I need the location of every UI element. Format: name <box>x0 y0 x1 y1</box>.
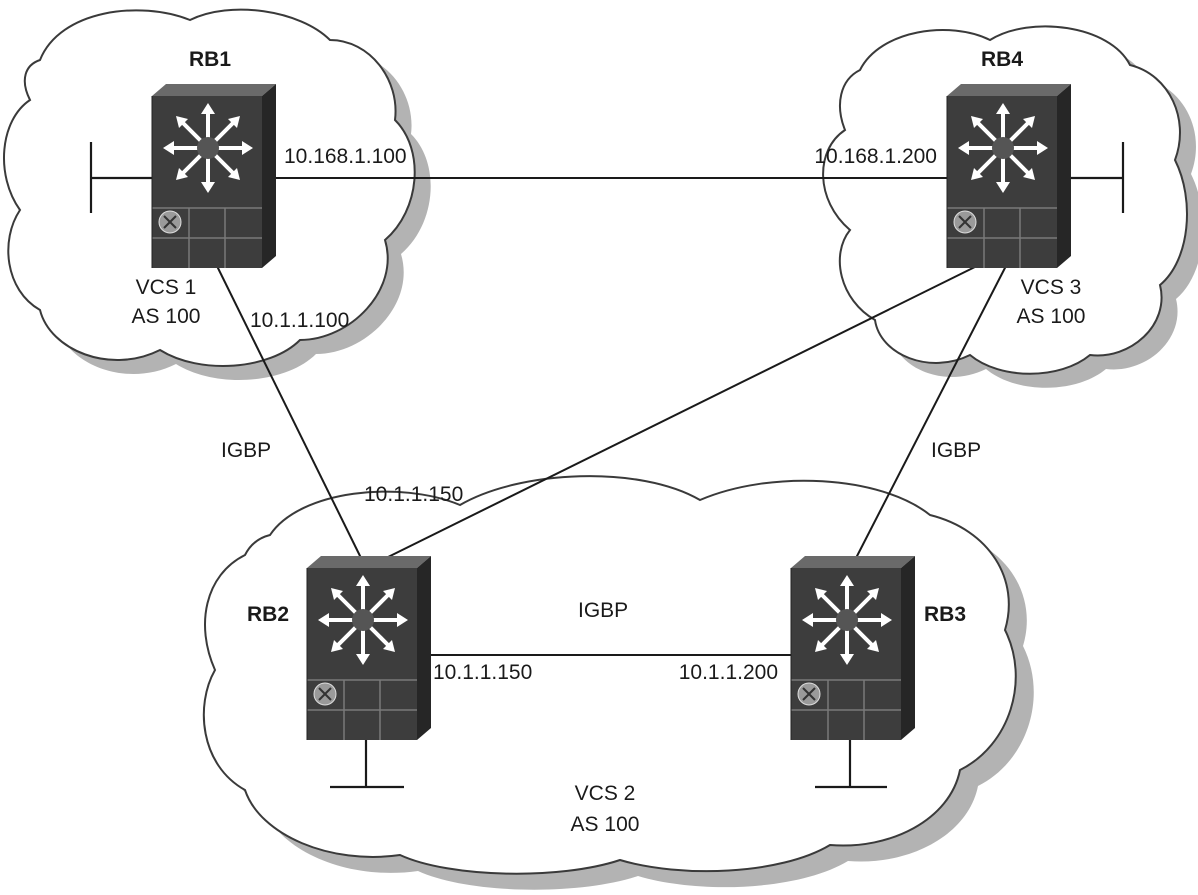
protocol-label-rb1-rb2: IGBP <box>221 439 271 462</box>
switch-label-rb1: RB1 <box>189 48 231 71</box>
layer3-switch-icon <box>150 82 278 270</box>
cloud-name-vcs1: VCS 1 <box>136 276 197 299</box>
ip-label-rb2-right: 10.1.1.150 <box>433 661 532 684</box>
link-rb3-rb4 <box>854 261 1009 561</box>
ip-label-rb2-up: 10.1.1.150 <box>364 483 463 506</box>
link-rb1-rb2 <box>214 261 363 561</box>
ip-label-rb1-down: 10.1.1.100 <box>250 309 349 332</box>
cloud-as-vcs2: AS 100 <box>571 813 640 836</box>
switch-rb3[interactable] <box>789 554 917 742</box>
ip-label-rb1-top: 10.168.1.100 <box>284 145 407 168</box>
port-stub-icon <box>1062 142 1125 213</box>
switch-rb4[interactable] <box>945 82 1073 270</box>
port-stub-icon <box>815 740 887 789</box>
switch-rb1[interactable] <box>150 82 278 270</box>
layer3-switch-icon <box>789 554 917 742</box>
cloud-as-vcs1: AS 100 <box>132 305 201 328</box>
cloud-as-vcs3: AS 100 <box>1017 305 1086 328</box>
link-rb2-rb4 <box>381 261 986 561</box>
protocol-label-rb2-rb3: IGBP <box>578 599 628 622</box>
ip-label-rb3-left: 10.1.1.200 <box>679 661 778 684</box>
cloud-name-vcs2: VCS 2 <box>575 782 636 805</box>
switch-rb2[interactable] <box>305 554 433 742</box>
switch-label-rb2: RB2 <box>247 603 289 626</box>
port-stub-icon <box>89 142 152 213</box>
ip-label-rb4-top: 10.168.1.200 <box>814 145 937 168</box>
cloud-name-vcs3: VCS 3 <box>1021 276 1082 299</box>
layer3-switch-icon <box>945 82 1073 270</box>
switch-label-rb4: RB4 <box>981 48 1023 71</box>
layer3-switch-icon <box>305 554 433 742</box>
port-stub-icon <box>330 740 404 789</box>
protocol-label-rb3-rb4: IGBP <box>931 439 981 462</box>
switch-label-rb3: RB3 <box>924 603 966 626</box>
